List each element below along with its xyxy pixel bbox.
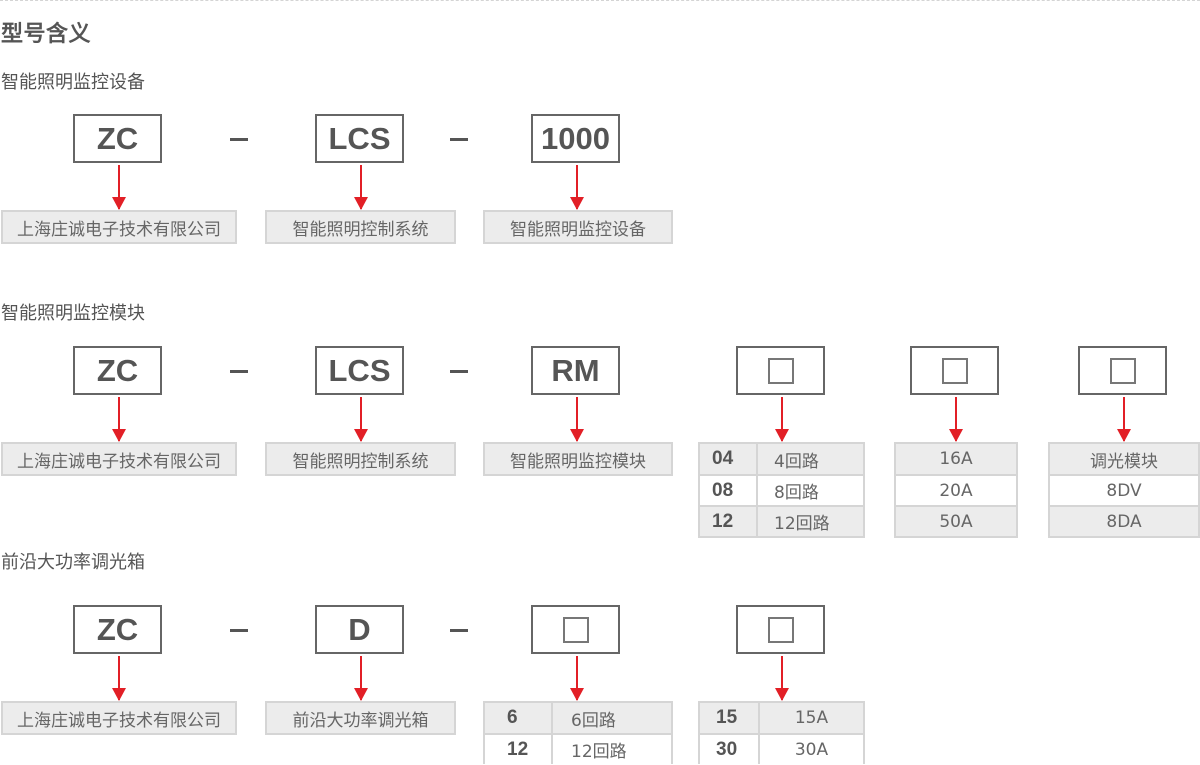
placeholder-square-icon [767, 616, 794, 643]
arrow-down-icon [112, 656, 126, 701]
option-desc: 50A [939, 511, 973, 532]
separator-dash [450, 629, 468, 632]
arrow-down-icon [354, 397, 368, 442]
option-desc: 8DV [1106, 480, 1142, 501]
option-desc: 8回路 [774, 483, 819, 503]
option-code: 12 [485, 735, 553, 764]
arrow-down-icon [775, 397, 789, 442]
arrow-down-icon [354, 656, 368, 701]
separator-dash [450, 138, 468, 141]
code-box-zc: ZC [73, 114, 162, 163]
meaning-label: 前沿大功率调光箱 [265, 701, 456, 735]
table-row: 8DA [1050, 505, 1198, 536]
option-code: 6 [485, 703, 553, 733]
option-code: 15 [700, 703, 760, 733]
code-box-zc: ZC [73, 346, 162, 395]
arrow-down-icon [949, 397, 963, 442]
table-row: 16A [896, 444, 1016, 474]
table-row: 6 6回路 [485, 703, 671, 733]
current-rating-table: 15 15A 30 30A [698, 701, 865, 764]
option-code: 12 [700, 507, 758, 536]
top-dashed-divider [0, 0, 1200, 1]
table-row: 08 8回路 [700, 474, 863, 505]
arrow-down-icon [570, 165, 584, 210]
separator-dash [230, 629, 248, 632]
placeholder-square-icon [767, 357, 794, 384]
separator-dash [230, 138, 248, 141]
meaning-label: 智能照明控制系统 [265, 442, 456, 476]
section-heading: 智能照明监控模块 [1, 303, 145, 324]
option-desc: 4回路 [774, 451, 819, 472]
meaning-label: 上海庄诚电子技术有限公司 [1, 701, 237, 735]
meaning-label: 智能照明监控设备 [483, 210, 673, 244]
code-box-lcs: LCS [315, 114, 404, 163]
arrow-down-icon [354, 165, 368, 210]
meaning-label: 上海庄诚电子技术有限公司 [1, 442, 237, 476]
page-title: 型号含义 [1, 22, 92, 47]
placeholder-square-icon [562, 616, 589, 643]
code-text: RM [551, 352, 600, 388]
code-box-lcs: LCS [315, 346, 404, 395]
code-box-d: D [315, 605, 404, 654]
code-text: ZC [96, 611, 139, 647]
separator-dash [230, 370, 248, 373]
meaning-label: 智能照明控制系统 [265, 210, 456, 244]
arrow-down-icon [775, 656, 789, 701]
option-desc: 8DA [1106, 511, 1142, 532]
table-row: 12 12回路 [700, 505, 863, 536]
code-box-placeholder [736, 605, 825, 654]
table-row: 04 4回路 [700, 444, 863, 474]
option-code: 04 [700, 444, 758, 474]
option-desc: 20A [939, 480, 973, 501]
option-desc: 12回路 [571, 742, 627, 762]
option-code: 08 [700, 476, 758, 505]
code-box-placeholder [531, 605, 620, 654]
code-text: D [348, 611, 371, 647]
placeholder-square-icon [1109, 357, 1136, 384]
table-row: 8DV [1050, 474, 1198, 505]
code-box-placeholder [910, 346, 999, 395]
option-desc: 15A [794, 708, 829, 728]
option-desc: 调光模块 [1090, 451, 1158, 472]
option-desc: 16A [939, 449, 973, 469]
option-desc: 6回路 [571, 710, 616, 731]
arrow-down-icon [112, 165, 126, 210]
meaning-label: 智能照明监控模块 [483, 442, 673, 476]
table-row: 12 12回路 [485, 733, 671, 764]
table-row: 20A [896, 474, 1016, 505]
option-desc: 12回路 [774, 514, 830, 534]
code-box-rm: RM [531, 346, 620, 395]
meaning-label: 上海庄诚电子技术有限公司 [1, 210, 237, 244]
code-text: ZC [96, 352, 139, 388]
code-text: LCS [328, 352, 391, 388]
dimming-module-table: 调光模块 8DV 8DA [1048, 442, 1200, 538]
placeholder-square-icon [941, 357, 968, 384]
arrow-down-icon [112, 397, 126, 442]
option-desc: 30A [794, 739, 829, 760]
circuit-count-table: 04 4回路 08 8回路 12 12回路 [698, 442, 865, 538]
code-box-placeholder [736, 346, 825, 395]
table-row: 15 15A [700, 703, 863, 733]
code-text: 1000 [541, 120, 610, 156]
section-heading: 智能照明监控设备 [1, 72, 145, 93]
option-code: 30 [700, 735, 760, 764]
code-text: LCS [328, 120, 391, 156]
separator-dash [450, 370, 468, 373]
current-rating-table: 16A 20A 50A [894, 442, 1018, 538]
arrow-down-icon [570, 656, 584, 701]
code-box-1000: 1000 [531, 114, 620, 163]
code-box-zc: ZC [73, 605, 162, 654]
code-box-placeholder [1078, 346, 1167, 395]
table-row: 调光模块 [1050, 444, 1198, 474]
arrow-down-icon [1117, 397, 1131, 442]
circuit-count-table: 6 6回路 12 12回路 [483, 701, 673, 764]
table-row: 30 30A [700, 733, 863, 764]
arrow-down-icon [570, 397, 584, 442]
section-heading: 前沿大功率调光箱 [1, 552, 145, 573]
code-text: ZC [96, 120, 139, 156]
table-row: 50A [896, 505, 1016, 536]
